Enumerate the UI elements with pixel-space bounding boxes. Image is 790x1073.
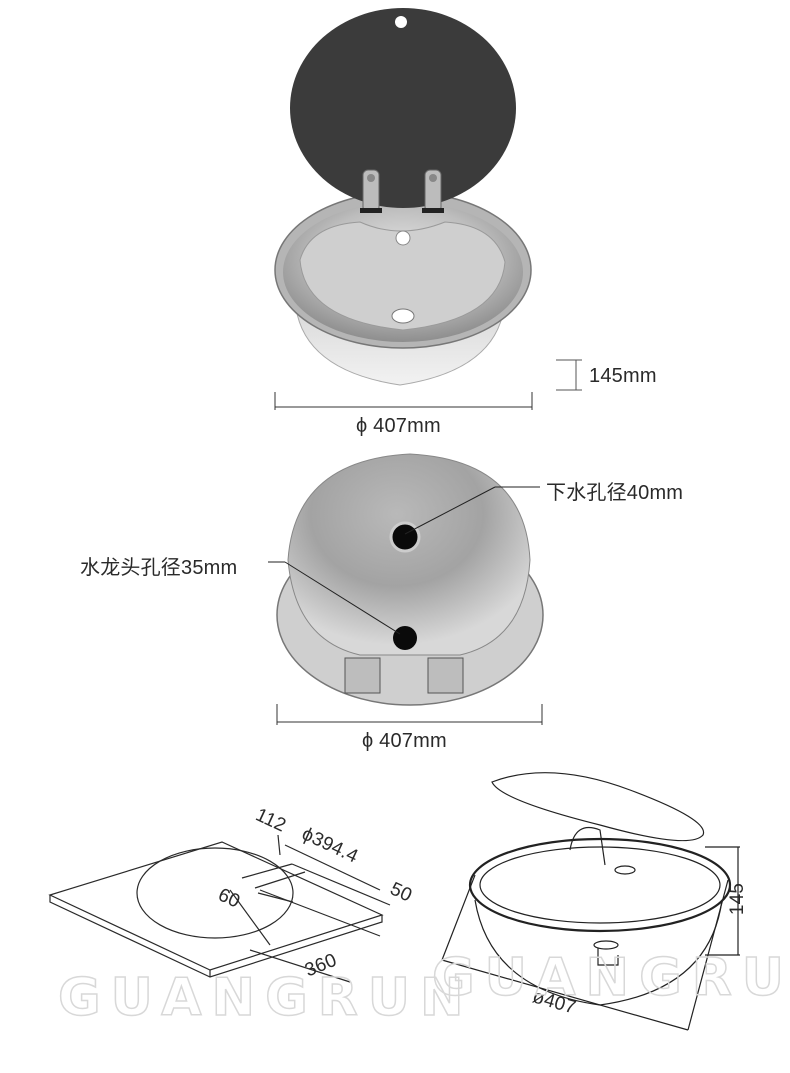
- watermark-right: GUANGRUN: [431, 947, 790, 1009]
- sink-line-illustration: [441, 772, 740, 1031]
- dim-height-label: 145: [727, 882, 749, 916]
- bottom-sink-photo: 下水孔径40mm 水龙头孔径35mm ϕ 407mm: [0, 440, 790, 760]
- width-dimension-label: ϕ 407mm: [362, 730, 447, 752]
- countertop-cutout-illustration: [48, 834, 391, 983]
- width-dimension-label: ϕ 407mm: [356, 415, 441, 437]
- top-sink-photo: 145mm ϕ 407mm: [0, 0, 790, 440]
- sink-technical-drawing: 145 ø407 GUANGRUN: [420, 760, 790, 1073]
- faucet-hole-label: 水龙头孔径35mm: [80, 557, 238, 579]
- height-dimension-label: 145mm: [589, 365, 657, 387]
- sink-underside-illustration: [268, 453, 544, 725]
- watermark-left: GUANGRUN: [57, 967, 474, 1029]
- sink-with-lid-illustration: [274, 8, 582, 410]
- cutout-technical-drawing: 112 ϕ394.4 50 60 360 GUANGRUN: [0, 760, 464, 1073]
- drain-hole-label: 下水孔径40mm: [546, 482, 684, 504]
